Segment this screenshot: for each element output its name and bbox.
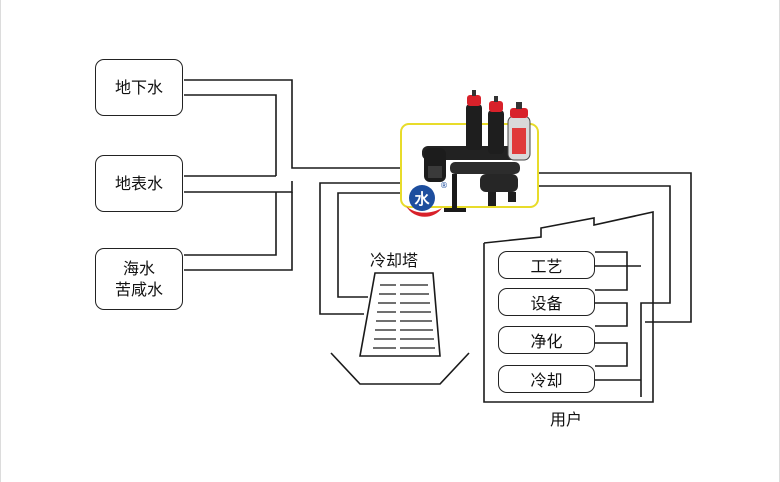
pipe-user-supply <box>539 172 692 323</box>
user-item-process: 工艺 <box>498 251 595 279</box>
user-item-equipment: 设备 <box>498 288 595 316</box>
pipe-user-loop-1 <box>595 251 628 291</box>
cooling-tower-label: 冷却塔 <box>370 251 419 270</box>
pipe-groundwater-return <box>184 94 277 176</box>
filter-unit-icon: 水 ® <box>406 90 531 217</box>
user-building-outline <box>483 211 654 403</box>
pipe-groundwater <box>184 79 404 169</box>
source-surface-water-box: 地表水 <box>95 155 183 212</box>
source-groundwater-label: 地下水 <box>114 78 163 97</box>
logo-badge-icon <box>409 185 435 211</box>
logo-wave-icon <box>406 206 442 217</box>
pipe-lines <box>184 79 692 397</box>
pipe-tower-supply <box>319 182 404 315</box>
cooling-tower <box>330 272 470 385</box>
user-item-purification: 净化 <box>498 326 595 354</box>
user-item-cooling: 冷却 <box>498 365 595 393</box>
source-brackish-label: 苦咸水 <box>114 280 163 299</box>
pipe-seawater <box>184 192 277 256</box>
cooling-tower-basin <box>330 352 470 385</box>
source-seawater-box: 海水 苦咸水 <box>95 248 183 310</box>
source-groundwater-box: 地下水 <box>95 59 183 116</box>
logo-registered-mark: ® <box>440 181 448 190</box>
pipe-user-return <box>539 185 671 397</box>
source-surface-water-label: 地表水 <box>114 174 163 193</box>
pipe-user-loop-3 <box>595 342 628 367</box>
pipe-seawater-return <box>184 192 293 271</box>
user-label: 用户 <box>550 410 583 429</box>
cooling-tower-fill <box>373 284 435 349</box>
pipe-user-loop-2 <box>595 302 628 327</box>
pipe-tower-return <box>337 192 404 298</box>
source-seawater-label: 海水 <box>122 259 155 278</box>
logo-glyph: 水 <box>414 190 430 208</box>
pipe-surface-water <box>184 181 293 193</box>
